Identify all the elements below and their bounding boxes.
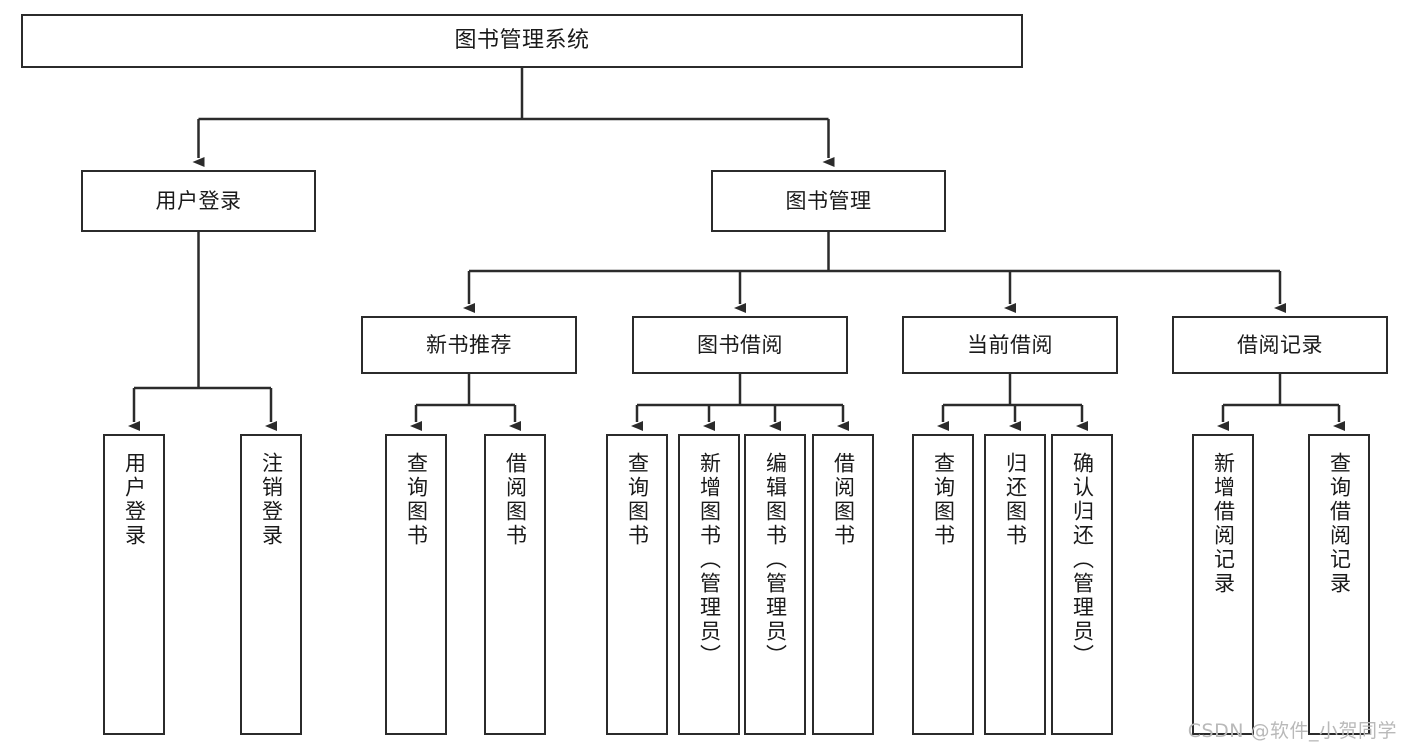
node-login[interactable]: 用户登录: [81, 170, 316, 232]
node-leaf-user-logout[interactable]: 注销登录: [240, 434, 302, 735]
node-label: 确认归还（管理员）: [1070, 452, 1095, 668]
node-label: 当前借阅: [967, 332, 1053, 357]
node-label: 借阅图书: [503, 452, 528, 548]
node-label: 用户登录: [122, 452, 147, 548]
node-leaf-user-login[interactable]: 用户登录: [103, 434, 165, 735]
node-leaf-borrow-query[interactable]: 查询图书: [606, 434, 668, 735]
watermark-label: CSDN @软件_小贺同学: [1187, 720, 1397, 742]
node-current[interactable]: 当前借阅: [902, 316, 1118, 374]
node-label: 图书管理: [785, 188, 872, 213]
node-label: 查询图书: [625, 452, 650, 548]
node-leaf-cur-return[interactable]: 归还图书: [984, 434, 1046, 735]
node-bookmgmt[interactable]: 图书管理: [711, 170, 946, 232]
node-label: 注销登录: [259, 452, 284, 548]
node-label: 查询图书: [931, 452, 956, 548]
node-leaf-new-query[interactable]: 查询图书: [385, 434, 447, 735]
node-leaf-rec-query[interactable]: 查询借阅记录: [1308, 434, 1370, 735]
node-records[interactable]: 借阅记录: [1172, 316, 1388, 374]
node-label: 借阅记录: [1237, 332, 1323, 357]
node-leaf-borrow-edit[interactable]: 编辑图书（管理员）: [744, 434, 806, 735]
node-label: 新增图书（管理员）: [697, 452, 722, 668]
node-leaf-rec-add[interactable]: 新增借阅记录: [1192, 434, 1254, 735]
node-label: 图书管理系统: [454, 28, 590, 54]
node-label: 借阅图书: [831, 452, 856, 548]
node-borrow[interactable]: 图书借阅: [632, 316, 848, 374]
node-newbook[interactable]: 新书推荐: [361, 316, 577, 374]
node-label: 查询图书: [404, 452, 429, 548]
node-root[interactable]: 图书管理系统: [21, 14, 1023, 68]
node-label: 查询借阅记录: [1327, 452, 1352, 596]
node-leaf-new-borrow[interactable]: 借阅图书: [484, 434, 546, 735]
node-label: 归还图书: [1003, 452, 1028, 548]
node-leaf-cur-query[interactable]: 查询图书: [912, 434, 974, 735]
node-label: 图书借阅: [697, 332, 783, 357]
node-label: 新增借阅记录: [1211, 452, 1236, 596]
node-label: 用户登录: [155, 188, 242, 213]
node-leaf-borrow-add[interactable]: 新增图书（管理员）: [678, 434, 740, 735]
node-leaf-borrow-borrow[interactable]: 借阅图书: [812, 434, 874, 735]
node-label: 新书推荐: [426, 332, 512, 357]
node-label: 编辑图书（管理员）: [763, 452, 788, 668]
node-leaf-cur-confirm[interactable]: 确认归还（管理员）: [1051, 434, 1113, 735]
